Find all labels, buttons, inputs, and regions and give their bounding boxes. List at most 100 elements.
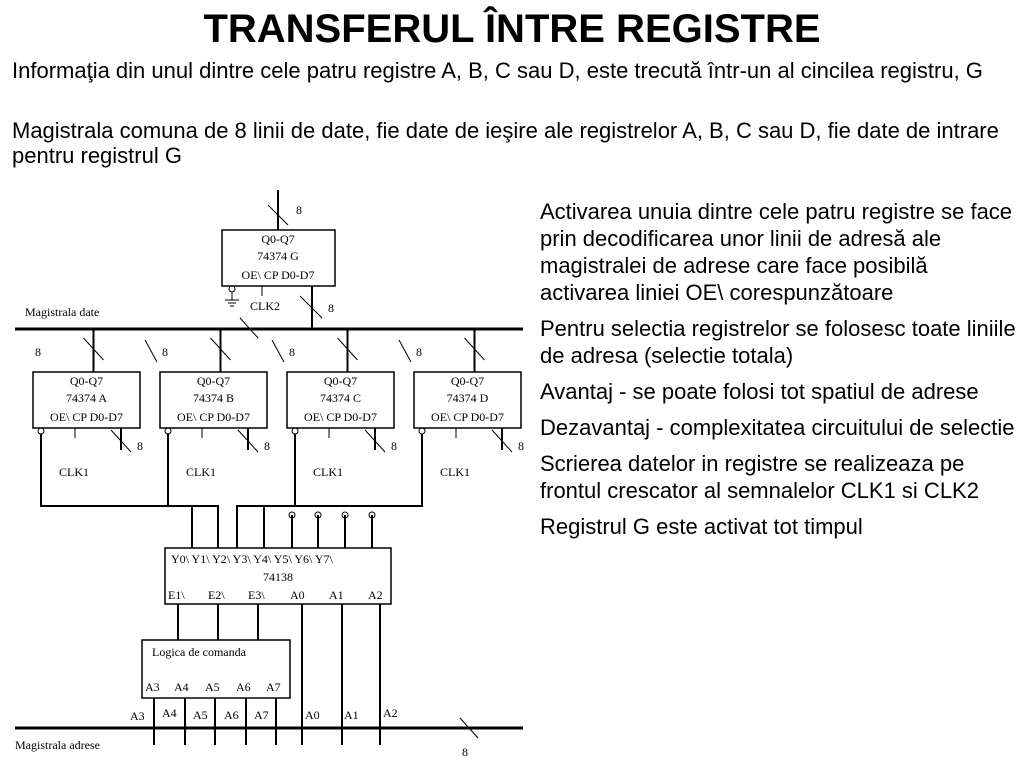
reg-d-box (413, 371, 522, 429)
reg-g-width-label: 8 (296, 203, 302, 217)
bus-tap-a2: A2 (383, 706, 398, 720)
bus-slash-c (398, 339, 412, 363)
reg-d-oe-line (263, 434, 423, 548)
reg-b-line2: 74374 B (193, 391, 234, 405)
reg-d-output-slash (464, 337, 485, 361)
intro-paragraph-1: Informaţia din unul dintre cele patru re… (12, 58, 983, 83)
reg-g-data-slash (299, 295, 323, 319)
logic-input-a6: A6 (236, 680, 251, 694)
bullet-item: Pentru selectia registrelor se folosesc … (540, 316, 1016, 368)
logic-input-a4: A4 (174, 680, 189, 694)
decoder-name-label: 74138 (263, 570, 293, 584)
reg-c-box (286, 371, 395, 429)
bus-slash-b (271, 339, 285, 363)
reg-d-data-slash (491, 429, 513, 453)
decoder-input-lines (177, 604, 381, 745)
reg-b-line1: Q0-Q7 (197, 374, 230, 388)
decoder-outputs-label: Y0\ Y1\ Y2\ Y3\ Y4\ Y5\ Y6\ Y7\ (171, 552, 334, 566)
address-bus-label: Magistrala adrese (15, 738, 100, 752)
address-bus-width-label: 8 (462, 745, 468, 759)
reg-c-line1: Q0-Q7 (324, 374, 357, 388)
reg-g-line2: 74374 G (257, 249, 299, 263)
reg-b-data-slash (237, 429, 259, 453)
data-bus-label: Magistrala date (25, 305, 99, 319)
decoder-unused-outputs (288, 511, 376, 548)
bullet-item: Scrierea datelor in registre se realizea… (540, 451, 979, 503)
bus-tap-a5: A5 (193, 708, 208, 722)
reg-c-data-width: 8 (391, 439, 397, 453)
address-bus-slash (459, 717, 479, 739)
logic-input-a5: A5 (205, 680, 220, 694)
reg-c-output-width: 8 (289, 345, 295, 359)
register-g-box (221, 229, 336, 287)
bullet-list: Activarea unuia dintre cele patru regist… (540, 198, 1020, 549)
bus-tap-a3: A3 (130, 709, 145, 723)
bus-tap-a1: A1 (344, 708, 359, 722)
reg-a-line1: Q0-Q7 (70, 374, 103, 388)
reg-c-output-slash (337, 337, 358, 361)
reg-d-line1: Q0-Q7 (451, 374, 484, 388)
bus-tap-a7: A7 (254, 708, 269, 722)
logic-input-lines (153, 698, 277, 745)
reg-g-data-width-label: 8 (328, 301, 334, 315)
logic-input-a7: A7 (266, 680, 281, 694)
reg-a-data-slash (110, 429, 132, 453)
bullet-item: Registrul G este activat tot timpul (540, 514, 863, 539)
reg-d-line3: OE\ CP D0-D7 (431, 410, 504, 424)
reg-a-data-width: 8 (137, 439, 143, 453)
reg-a-line3: OE\ CP D0-D7 (50, 410, 123, 424)
decoder-74138-box (164, 547, 392, 605)
bus-tap-a0: A0 (305, 708, 320, 722)
reg-c-clock-label: CLK1 (313, 465, 343, 479)
reg-c-oe-bubble (291, 427, 299, 435)
command-logic-title: Logica de comanda (152, 645, 247, 659)
decoder-a2-label: A2 (368, 588, 383, 602)
reg-a-oe-bubble (37, 427, 45, 435)
reg-b-line3: OE\ CP D0-D7 (177, 410, 250, 424)
reg-g-line3: OE\ CP D0-D7 (242, 268, 315, 282)
decoder-e1-label: E1\ (168, 588, 185, 602)
reg-c-line2: 74374 C (320, 391, 361, 405)
register-transfer-diagram: 8 Q0-Q7 74374 G OE\ CP D0-D7 CLK2 8 Magi… (15, 190, 524, 759)
reg-d-data-width: 8 (518, 439, 524, 453)
bullet-item: Avantaj - se poate folosi tot spatiul de… (540, 379, 979, 404)
reg-d-line2: 74374 D (447, 391, 489, 405)
reg-b-box (159, 371, 268, 429)
decoder-a0-label: A0 (290, 588, 305, 602)
reg-b-clock-label: CLK1 (186, 465, 216, 479)
reg-a-output-width: 8 (35, 345, 41, 359)
reg-c-line3: OE\ CP D0-D7 (304, 410, 377, 424)
reg-d-output-width: 8 (416, 345, 422, 359)
reg-d-oe-bubble (418, 427, 426, 435)
bullet-item: Activarea unuia dintre cele patru regist… (540, 199, 1013, 305)
logic-input-a3: A3 (145, 680, 160, 694)
reg-g-clock-label: CLK2 (250, 299, 280, 313)
reg-g-oe-bubble (228, 285, 236, 293)
reg-g-width-slash (267, 204, 289, 226)
reg-b-data-width: 8 (264, 439, 270, 453)
intro-paragraph-2: Magistrala comuna de 8 linii de date, fi… (12, 118, 999, 168)
bus-slash-a (144, 339, 158, 363)
reg-b-oe-bubble (164, 427, 172, 435)
bullet-item: Dezavantaj - complexitatea circuitului d… (540, 415, 1015, 440)
reg-a-clock-label: CLK1 (59, 465, 89, 479)
bus-tap-a6: A6 (224, 708, 239, 722)
bus-tap-a4: A4 (162, 706, 177, 720)
reg-g-line1: Q0-Q7 (261, 232, 294, 246)
reg-b-oe-line (167, 434, 219, 548)
reg-a-output-slash (83, 337, 104, 361)
slide-title: TRANSFERUL ÎNTRE REGISTRE (203, 7, 821, 51)
reg-b-output-width: 8 (162, 345, 168, 359)
reg-c-data-slash (364, 429, 386, 453)
reg-d-clock-label: CLK1 (440, 465, 470, 479)
reg-b-output-slash (210, 337, 231, 361)
decoder-e2-label: E2\ (208, 588, 225, 602)
decoder-e3-label: E3\ (248, 588, 265, 602)
decoder-a1-label: A1 (329, 588, 344, 602)
reg-a-oe-line (40, 434, 193, 548)
